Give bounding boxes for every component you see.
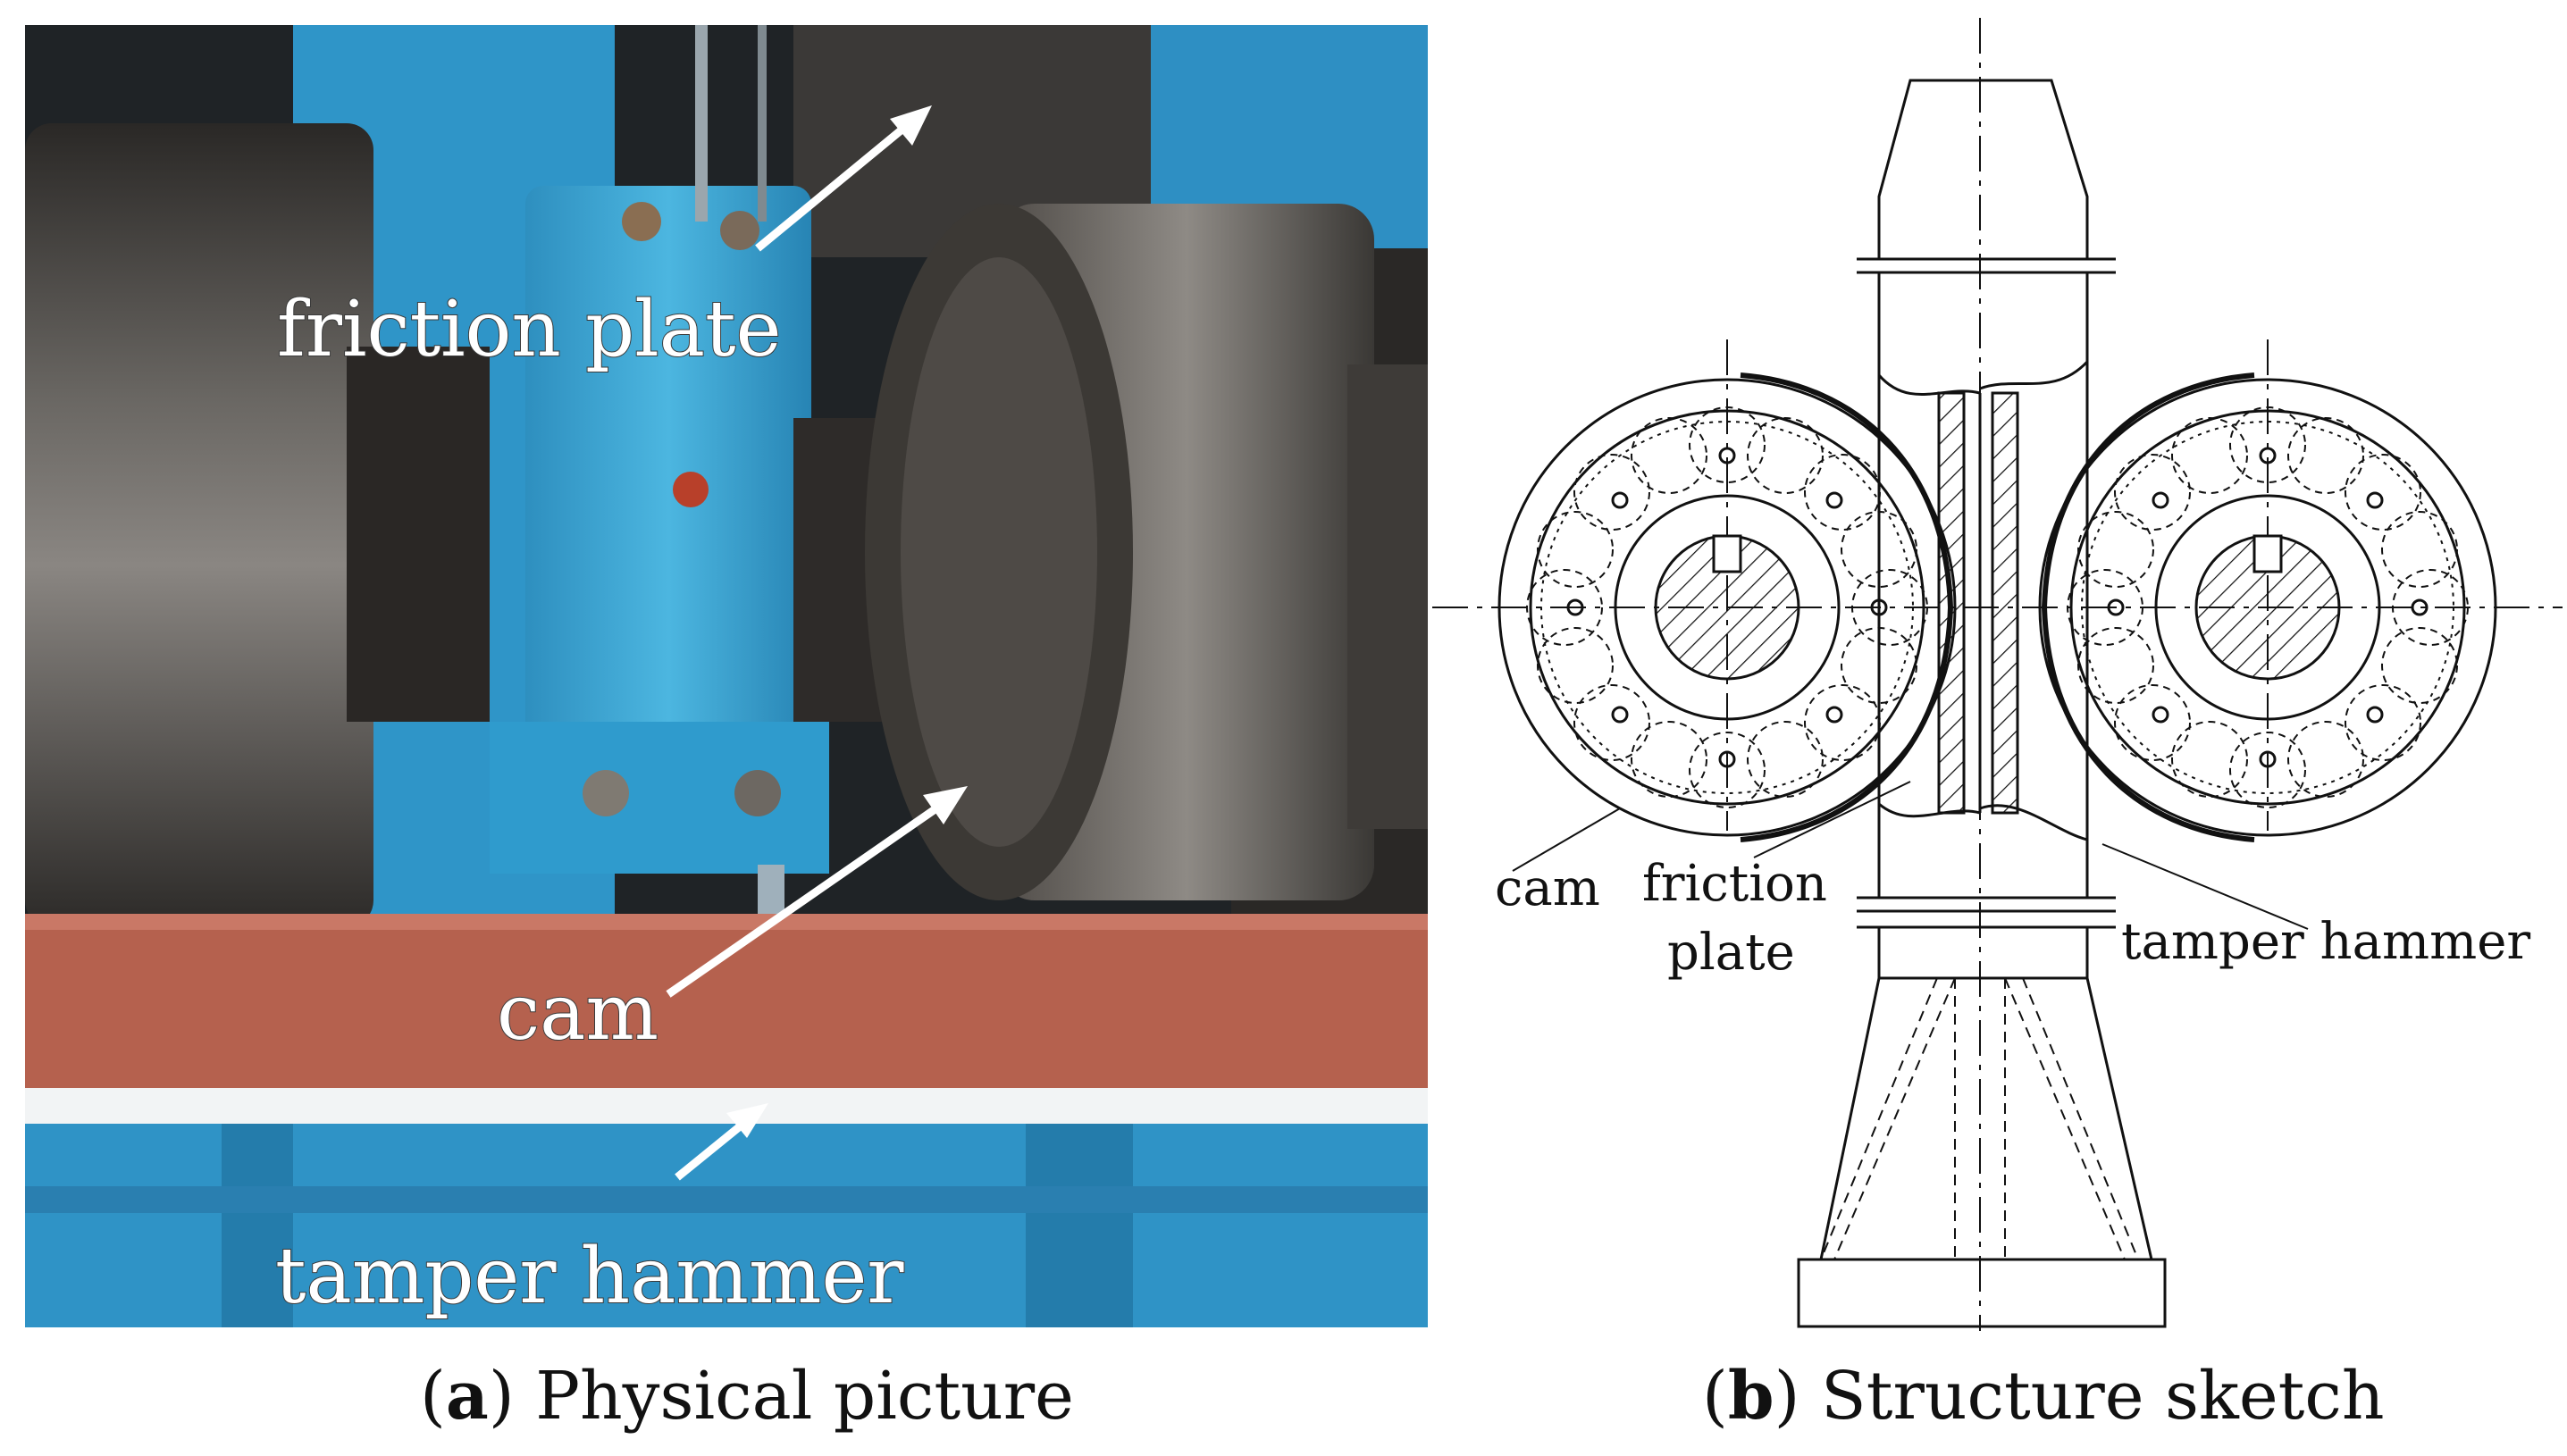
caption-b: (b) Structure sketch [1702,1358,2385,1435]
caption-a-letter: a [445,1358,489,1435]
sketch-label-plate: plate [1667,924,1795,982]
sketch-label-friction: friction [1642,855,1827,913]
machine-photo: friction plate cam tamper hammer [25,25,1428,1327]
structure-sketch: cam friction plate tamper hammer [1432,18,2563,1331]
physical-picture-panel: friction plate cam tamper hammer [25,25,1428,1327]
label-tamper-hammer: tamper hammer [275,1232,904,1321]
label-cam: cam [497,968,659,1058]
caption-a-text: Physical picture [535,1358,1074,1435]
caption-b-letter: b [1727,1358,1774,1435]
structure-sketch-panel: cam friction plate tamper hammer [1428,0,2567,1340]
sketch-label-tamper-hammer: tamper hammer [2121,913,2530,971]
caption-b-text: Structure sketch [1821,1358,2385,1435]
sketch-label-cam: cam [1495,859,1600,917]
label-friction-plate: friction plate [277,285,781,374]
caption-a: (a) Physical picture [420,1358,1074,1435]
callout-arrows [666,105,968,1181]
